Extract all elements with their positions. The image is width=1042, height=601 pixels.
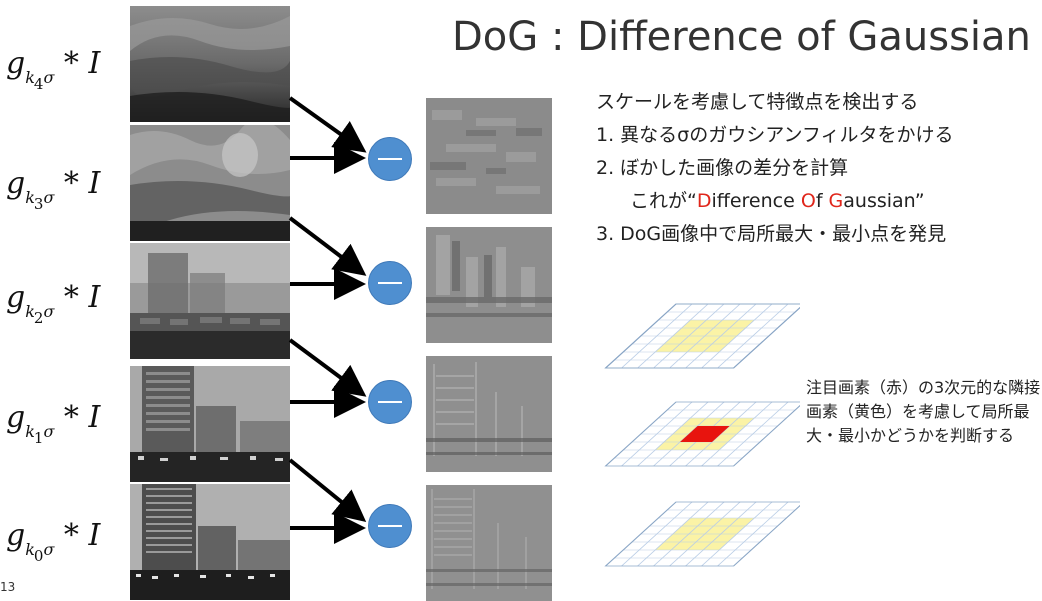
formula-g: g (6, 518, 26, 553)
formula-g: g (6, 46, 26, 81)
dog-word-aussian: aussian” (843, 190, 925, 212)
formula-sigma: σ (43, 540, 55, 559)
formula-exponent: 1 (33, 429, 44, 447)
formula-exponent: 3 (33, 195, 44, 213)
formula-exponent: 4 (33, 75, 44, 93)
dog-prefix: これが“ (630, 190, 697, 212)
formula-k2: gk2σ * I (6, 280, 132, 327)
dog-image-4 (426, 485, 552, 601)
grid-plane-bottom (604, 501, 800, 567)
dog-letter-o: O (800, 190, 816, 212)
blurred-image-k3 (130, 125, 290, 241)
formula-sigma: σ (43, 188, 55, 207)
dog-letter-g: G (828, 190, 844, 212)
formula-g: g (6, 166, 26, 201)
formula-exponent: 0 (33, 547, 44, 565)
formula-rest: * I (54, 518, 101, 553)
arrows-layer (288, 96, 367, 544)
description-item-1: 1. 異なるσのガウシアンフィルタをかける (596, 124, 954, 146)
formula-k: k (25, 422, 35, 441)
description-block: スケールを考慮して特徴点を検出する 1. 異なるσのガウシアンフィルタをかける … (596, 86, 954, 251)
blurred-image-k0 (130, 484, 290, 600)
grid-plane-top (604, 303, 800, 369)
neighbor-note: 注目画素（赤）の3次元的な隣接画素（黄色）を考慮して局所最大・最小かどうかを判断… (806, 378, 1041, 445)
formula-rest: * I (54, 46, 101, 81)
formula-k1: gk1σ * I (6, 400, 132, 447)
blurred-image-k2 (130, 243, 290, 359)
page-number: 13 (0, 580, 16, 594)
dog-image-2 (426, 227, 552, 343)
dog-letter-d: D (696, 190, 712, 212)
formula-rest: * I (54, 400, 101, 435)
minus-circle-icon (368, 137, 412, 181)
dog-image-1 (426, 98, 552, 214)
formula-g: g (6, 400, 26, 435)
description-item-2: 2. ぼかした画像の差分を計算 (596, 157, 849, 179)
formula-sigma: σ (43, 422, 55, 441)
formula-sigma: σ (43, 302, 55, 321)
minus-circle-icon (368, 261, 412, 305)
grid-plane-middle (604, 401, 800, 467)
minus-circle-icon (368, 504, 412, 548)
blurred-image-k4 (130, 6, 290, 122)
formula-k: k (25, 540, 35, 559)
description-item-2-sub: これが“Difference Of Gaussian” (596, 185, 954, 218)
dog-image-3 (426, 356, 552, 472)
neighbor-grid-diagram (604, 303, 800, 567)
formula-exponent: 2 (33, 309, 44, 327)
formula-k4: gk4σ * I (6, 46, 132, 93)
formula-g: g (6, 280, 26, 315)
formula-k: k (25, 302, 35, 321)
formula-k3: gk3σ * I (6, 166, 132, 213)
formula-rest: * I (54, 280, 101, 315)
dog-word-f: f (815, 190, 829, 212)
formula-k: k (25, 188, 35, 207)
formula-sigma: σ (43, 68, 55, 87)
formula-k0: gk0σ * I (6, 518, 132, 565)
description-intro: スケールを考慮して特徴点を検出する (596, 91, 919, 113)
formula-k: k (25, 68, 35, 87)
description-item-3: 3. DoG画像中で局所最大・最小点を発見 (596, 223, 947, 245)
dog-word-ifference: ifference (711, 190, 801, 212)
slide-title: DoG : Difference of Gaussian (452, 14, 1031, 60)
minus-circle-icon (368, 380, 412, 424)
blurred-image-k1 (130, 366, 290, 482)
formula-rest: * I (54, 166, 101, 201)
